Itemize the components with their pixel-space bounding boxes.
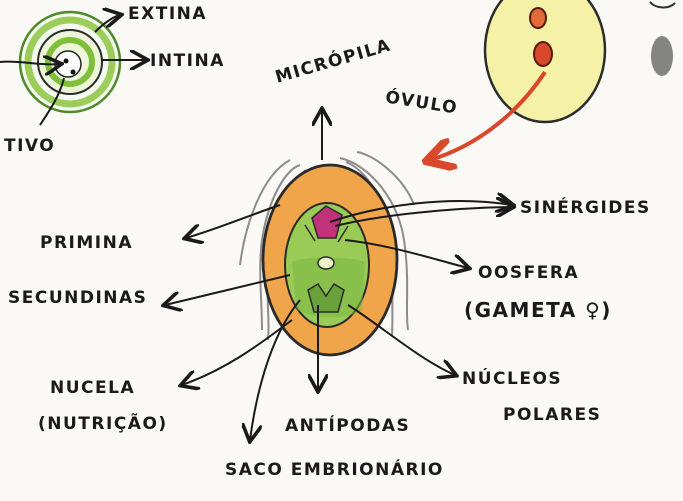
label-polares: POLARES	[503, 407, 601, 424]
ovule-sketch	[485, 0, 605, 122]
label-antipodas: ANTÍPODAS	[285, 418, 410, 435]
label-primina: PRIMINA	[40, 235, 133, 252]
label-saco-embrionario: SACO EMBRIONÁRIO	[225, 462, 444, 479]
label-secundinas: SECUNDINAS	[8, 290, 147, 307]
label-tivo: TIVO	[4, 138, 55, 155]
label-nutricao: (NUTRIÇÃO)	[38, 416, 168, 433]
label-oosfera: OOSFERA	[478, 265, 579, 282]
pollen-grain	[20, 12, 120, 112]
label-nucela: NUCELA	[50, 380, 135, 397]
label-sinergides: SINÉRGIDES	[520, 200, 651, 217]
label-extina: EXTINA	[128, 6, 207, 23]
label-nucleos: NÚCLEOS	[462, 371, 562, 388]
label-gameta: (GAMETA ♀)	[464, 300, 612, 320]
label-intina: INTINA	[150, 53, 225, 70]
